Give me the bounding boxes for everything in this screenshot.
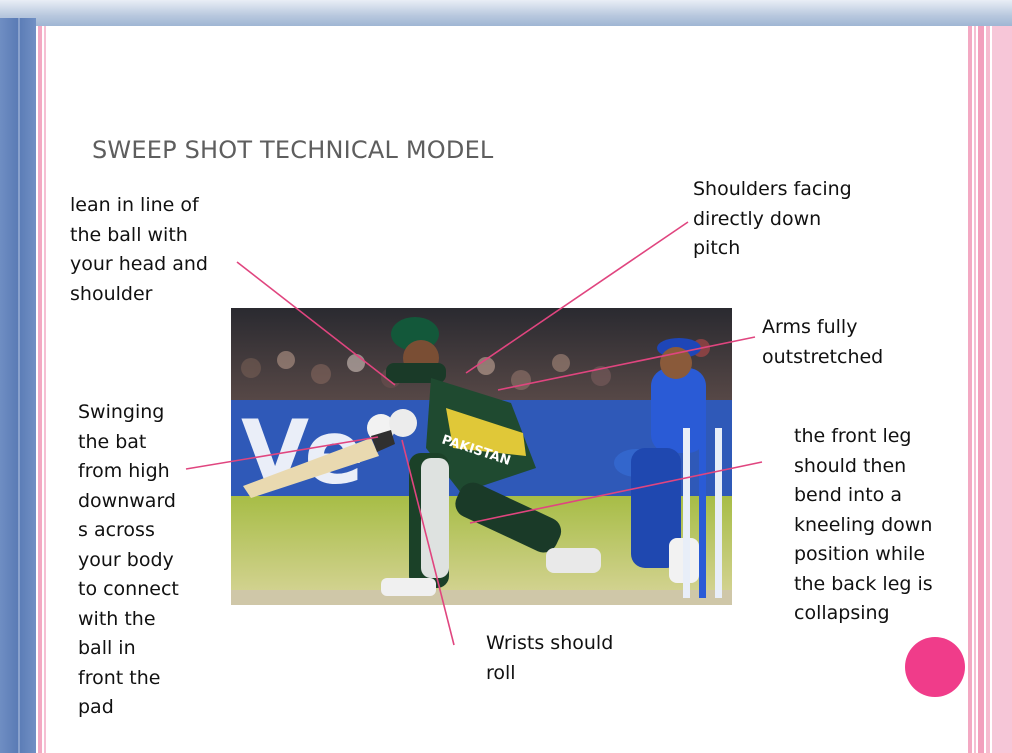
note-line: ball in	[78, 637, 136, 659]
note-line: roll	[486, 661, 516, 684]
note-line: front the	[78, 666, 161, 689]
note-line: the front leg	[794, 425, 912, 447]
left-border-stripe-thin	[44, 26, 46, 753]
right-border-stripe	[968, 26, 972, 753]
left-border-stripe	[38, 26, 42, 753]
note-lean-in-line: lean in line of the ball with your head …	[70, 191, 208, 309]
note-line: shoulder	[70, 282, 153, 305]
right-border-stripe-2	[978, 26, 984, 753]
cricket-sweep-shot-photo: Ve PAKISTAN	[231, 308, 732, 605]
note-line: downward	[78, 489, 176, 512]
window-top-bar	[0, 0, 1012, 26]
note-line: position while	[794, 543, 926, 565]
note-line: lean in line of	[70, 194, 199, 216]
note-shoulders-facing: Shoulders facing directly down pitch	[693, 175, 852, 264]
note-line: your head and	[70, 253, 208, 275]
left-frame-strip	[0, 18, 36, 753]
photo-illustration: Ve PAKISTAN	[231, 308, 732, 605]
note-line: outstretched	[762, 345, 884, 368]
note-line: Wrists should	[486, 632, 614, 654]
note-line: Swinging	[78, 401, 165, 423]
right-border-band	[992, 26, 1012, 753]
note-line: Shoulders facing	[693, 178, 852, 200]
right-border-stripe-thin	[974, 26, 976, 753]
note-line: directly down	[693, 207, 822, 230]
note-line: to connect	[78, 578, 179, 600]
note-front-leg: the front leg should then bend into a kn…	[794, 422, 933, 629]
note-arms-outstretched: Arms fully outstretched	[762, 313, 883, 372]
note-line: the bat	[78, 430, 147, 453]
note-line: should then	[794, 454, 907, 477]
note-line: the ball with	[70, 223, 188, 246]
note-line: collapsing	[794, 602, 890, 624]
note-line: bend into a	[794, 484, 902, 506]
right-border-stripe-3	[986, 26, 990, 753]
decorative-pink-circle	[905, 637, 965, 697]
note-line: Arms fully	[762, 316, 858, 338]
note-wrists-roll: Wrists should roll	[486, 629, 613, 688]
note-line: s across	[78, 519, 155, 541]
note-line: pad	[78, 696, 114, 718]
note-line: the back leg is	[794, 572, 933, 595]
note-line: kneeling down	[794, 513, 933, 536]
note-line: your body	[78, 548, 174, 571]
slide-title: SWEEP SHOT TECHNICAL MODEL	[92, 136, 494, 164]
note-line: with the	[78, 607, 156, 630]
note-line: pitch	[693, 237, 741, 259]
note-swinging-the-bat: Swinging the bat from high downward s ac…	[78, 398, 179, 723]
note-line: from high	[78, 460, 170, 482]
